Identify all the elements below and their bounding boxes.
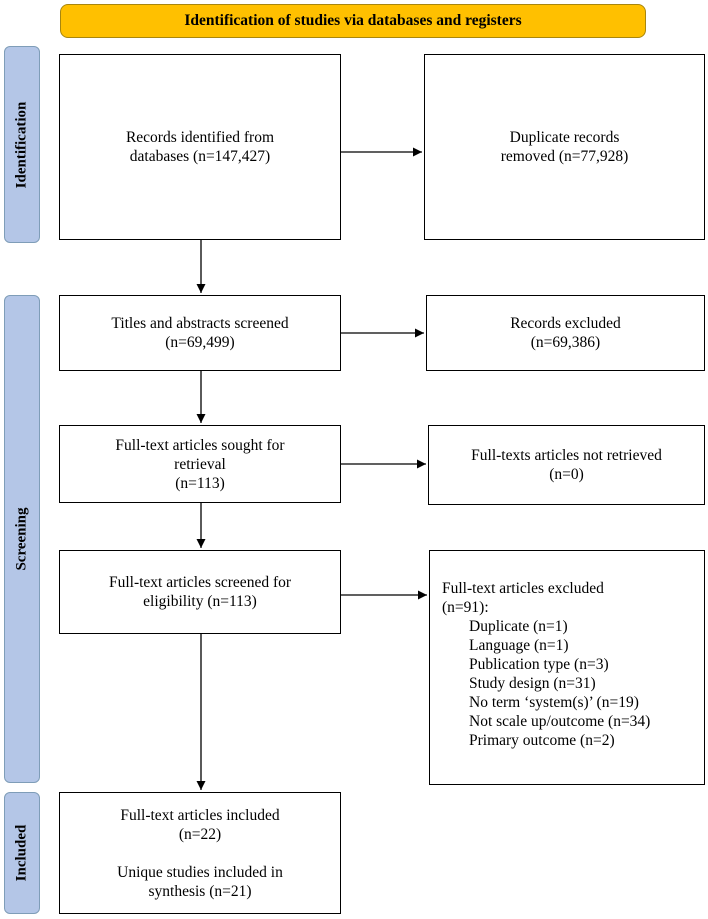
text-line: (n=22) [178, 825, 222, 843]
text-line: Full-text articles screened for [108, 574, 292, 591]
box-included: Full-text articles included (n=22) Uniqu… [59, 792, 341, 914]
text-line: Full-text articles sought for [115, 436, 285, 454]
text-line: Records excluded [510, 315, 621, 332]
text-line: eligibility (n=113) [143, 593, 257, 610]
text-line: Full-text articles included [120, 806, 280, 824]
box-not-retrieved: Full-texts articles not retrieved (n=0) [428, 425, 705, 505]
text-line: (n=91): [442, 599, 489, 616]
exclusion-reason: Publication type (n=3) [469, 656, 609, 673]
text-line: (n=113) [175, 474, 225, 492]
diagram-header: Identification of studies via databases … [60, 4, 646, 38]
text-line: retrieval [174, 455, 226, 473]
text-line: Full-texts articles not retrieved [471, 447, 662, 464]
text-line: (n=0) [549, 466, 584, 483]
header-title: Identification of studies via databases … [184, 12, 522, 29]
text-line: synthesis (n=21) [148, 882, 252, 900]
text-line: (n=69,499) [165, 334, 235, 351]
exclusion-reason: No term ‘system(s)’ (n=19) [469, 694, 639, 711]
box-duplicates-removed: Duplicate records removed (n=77,928) [424, 54, 705, 240]
text-line: Duplicate records [509, 129, 620, 146]
text-line: removed (n=77,928) [500, 148, 629, 165]
box-sought-retrieval: Full-text articles sought for retrieval … [59, 425, 341, 503]
exclusion-reason: Not scale up/outcome (n=34) [469, 713, 651, 730]
text-line: Full-text articles excluded [442, 580, 604, 597]
box-screened-eligibility: Full-text articles screened for eligibil… [59, 550, 341, 634]
text-line: (n=69,386) [530, 334, 601, 351]
box-records-identified: Records identified from databases (n=147… [59, 54, 341, 240]
box-fulltext-excluded: Full-text articles excluded (n=91): Dupl… [429, 550, 705, 785]
stage-included: Included [4, 792, 40, 914]
box-records-excluded: Records excluded (n=69,386) [426, 295, 705, 371]
exclusion-reason: Language (n=1) [469, 637, 569, 654]
text-line: Unique studies included in [117, 863, 283, 881]
exclusion-reason: Primary outcome (n=2) [469, 732, 615, 749]
stage-screening: Screening [4, 295, 40, 783]
text-line: Records identified from [125, 129, 275, 146]
text-line: databases (n=147,427) [129, 148, 271, 165]
box-titles-screened: Titles and abstracts screened (n=69,499) [59, 295, 341, 371]
text-line: Titles and abstracts screened [111, 315, 289, 332]
exclusion-reason: Study design (n=31) [469, 675, 596, 692]
stage-identification: Identification [4, 46, 40, 243]
exclusion-reason: Duplicate (n=1) [469, 618, 568, 635]
